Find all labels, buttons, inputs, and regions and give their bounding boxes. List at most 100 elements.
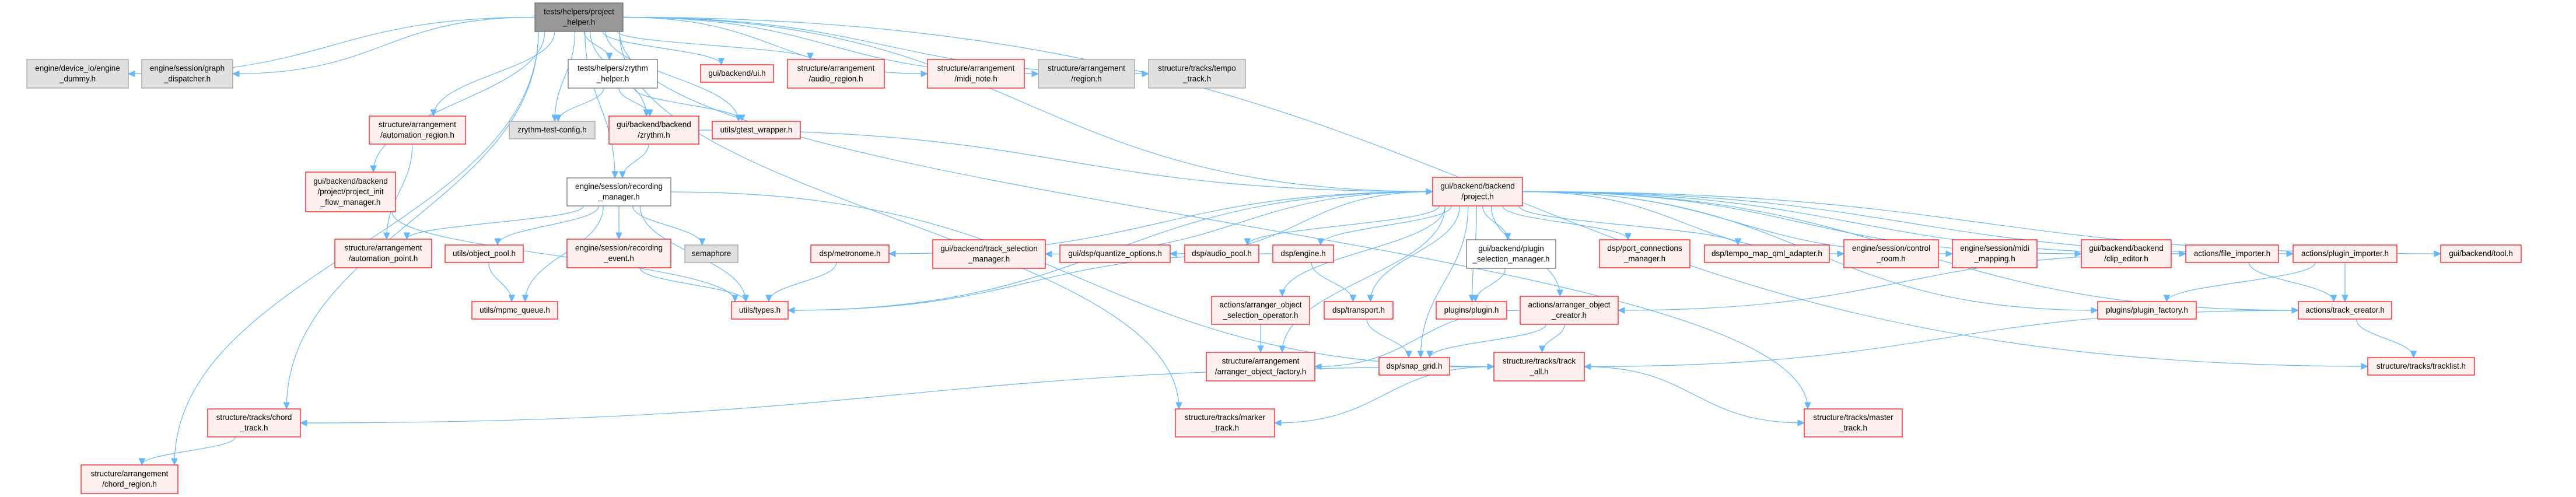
node-box[interactable] [1324, 301, 1394, 320]
node-box[interactable] [731, 301, 789, 320]
node-arranger-factory[interactable]: structure/arrangement/arranger_object_fa… [1206, 352, 1315, 382]
node-box[interactable] [1493, 352, 1585, 382]
node-automation-region[interactable]: structure/arrangement/automation_region.… [369, 116, 466, 145]
node-recording-event[interactable]: engine/session/recording_event.h [566, 239, 671, 268]
node-box[interactable] [1059, 244, 1171, 263]
node-label: engine/session/recording [575, 243, 663, 252]
node-control-room[interactable]: engine/session/control_room.h [1843, 239, 1939, 268]
node-mpmc-queue[interactable]: utils/mpmc_queue.h [471, 301, 558, 320]
node-box[interactable] [712, 121, 801, 139]
node-box[interactable] [932, 239, 1046, 269]
node-clip-editor[interactable]: gui/backend/backend/clip_editor.h [2081, 239, 2172, 268]
node-box[interactable] [1704, 244, 1830, 263]
node-box[interactable] [534, 2, 624, 32]
node-box[interactable] [566, 239, 671, 268]
node-project-helper[interactable]: tests/helpers/project_helper.h [534, 2, 624, 32]
node-master-track[interactable]: structure/tracks/master_track.h [1804, 408, 1903, 438]
node-box[interactable] [2298, 301, 2392, 320]
node-zrythm[interactable]: gui/backend/backend/zrythm.h [608, 116, 699, 145]
node-box[interactable] [1466, 239, 1556, 269]
node-box[interactable] [927, 59, 1025, 89]
node-box[interactable] [305, 172, 396, 212]
node-transport[interactable]: dsp/transport.h [1324, 301, 1394, 320]
node-selection-operator[interactable]: actions/arranger_object_selection_operat… [1211, 296, 1310, 325]
node-chord-track[interactable]: structure/tracks/chord_track.h [207, 408, 301, 438]
node-box[interactable] [1175, 408, 1275, 438]
node-tracklist[interactable]: structure/tracks/tracklist.h [2367, 357, 2475, 376]
node-box[interactable] [1843, 239, 1939, 268]
node-zrythm-helper[interactable]: tests/helpers/zrythm_helper.h [568, 59, 658, 89]
node-gtest-wrapper[interactable]: utils/gtest_wrapper.h [712, 121, 801, 139]
node-label: structure/arrangement [1222, 356, 1300, 365]
node-project[interactable]: gui/backend/backend/project.h [1432, 177, 1523, 206]
node-box[interactable] [2440, 244, 2522, 263]
node-box[interactable] [1432, 177, 1523, 206]
node-box[interactable] [2292, 244, 2398, 263]
node-midi-mapping[interactable]: engine/session/midi_mapping.h [1952, 239, 2038, 268]
node-box[interactable] [1952, 239, 2038, 268]
node-box[interactable] [1378, 357, 1450, 376]
node-box[interactable] [2185, 244, 2279, 263]
arrowhead-track_creator [2342, 295, 2348, 303]
node-plugin-factory[interactable]: plugins/plugin_factory.h [2097, 301, 2197, 320]
node-box[interactable] [444, 244, 524, 263]
node-box[interactable] [787, 59, 885, 89]
edge-project_helper-to-gtest_wrapper [605, 31, 739, 122]
node-box[interactable] [1272, 244, 1334, 263]
node-box[interactable] [334, 239, 432, 268]
node-plugin-importer[interactable]: actions/plugin_importer.h [2292, 244, 2398, 263]
edge-project-to-audio_pool [1247, 205, 1440, 246]
arrowhead-semaphore [698, 238, 706, 246]
node-automation-point[interactable]: structure/arrangement/automation_point.h [334, 239, 432, 268]
node-box[interactable] [2097, 301, 2197, 320]
node-ui[interactable]: gui/backend/ui.h [700, 64, 774, 83]
node-label: _track.h [1839, 424, 1867, 432]
node-project-init[interactable]: gui/backend/backend/project/project_init… [305, 172, 396, 212]
node-label: utils/object_pool.h [453, 249, 516, 258]
node-engine[interactable]: dsp/engine.h [1272, 244, 1334, 263]
node-box[interactable] [1436, 301, 1507, 320]
node-snap-grid[interactable]: dsp/snap_grid.h [1378, 357, 1450, 376]
node-box[interactable] [568, 59, 658, 89]
node-file-importer[interactable]: actions/file_importer.h [2185, 244, 2279, 263]
node-box[interactable] [2367, 357, 2475, 376]
node-audio-region[interactable]: structure/arrangement/audio_region.h [787, 59, 885, 89]
node-box[interactable] [1804, 408, 1903, 438]
edge-project-to-file_importer [1522, 191, 2186, 254]
node-port-connections[interactable]: dsp/port_connections_manager.h [1599, 239, 1690, 268]
arrowhead-arranger_factory [1314, 363, 1322, 370]
node-box[interactable] [1184, 244, 1259, 263]
node-audio-pool[interactable]: dsp/audio_pool.h [1184, 244, 1259, 263]
node-box[interactable] [1599, 239, 1690, 268]
node-recording-manager[interactable]: engine/session/recording_manager.h [566, 177, 671, 206]
node-box[interactable] [80, 464, 178, 494]
node-metronome[interactable]: dsp/metronome.h [810, 244, 890, 263]
node-box[interactable] [207, 408, 301, 438]
node-box[interactable] [1206, 352, 1315, 382]
node-box[interactable] [810, 244, 890, 263]
node-types[interactable]: utils/types.h [731, 301, 789, 320]
node-box[interactable] [369, 116, 466, 145]
node-box[interactable] [1211, 296, 1310, 325]
node-tool[interactable]: gui/backend/tool.h [2440, 244, 2522, 263]
node-track-creator[interactable]: actions/track_creator.h [2298, 301, 2392, 320]
node-midi-note[interactable]: structure/arrangement/midi_note.h [927, 59, 1025, 89]
node-box[interactable] [1520, 296, 1619, 325]
node-quantize[interactable]: gui/dsp/quantize_options.h [1059, 244, 1171, 263]
node-plugin-selection[interactable]: gui/backend/plugin_selection_manager.h [1466, 239, 1556, 269]
node-box[interactable] [608, 116, 699, 145]
node-chord-region[interactable]: structure/arrangement/chord_region.h [80, 464, 178, 494]
edge-object_pool-to-mpmc_queue [488, 262, 512, 302]
node-tempo-map[interactable]: dsp/tempo_map_qml_adapter.h [1704, 244, 1830, 263]
node-box[interactable] [2081, 239, 2172, 268]
node-track-all[interactable]: structure/tracks/track_all.h [1493, 352, 1585, 382]
node-box[interactable] [471, 301, 558, 320]
node-plugin[interactable]: plugins/plugin.h [1436, 301, 1507, 320]
node-label: /region.h [1071, 74, 1102, 83]
node-marker-track[interactable]: structure/tracks/marker_track.h [1175, 408, 1275, 438]
node-object-pool[interactable]: utils/object_pool.h [444, 244, 524, 263]
node-box[interactable] [566, 177, 671, 206]
node-track-selection[interactable]: gui/backend/track_selection_manager.h [932, 239, 1046, 269]
node-box[interactable] [700, 64, 774, 83]
node-arranger-creator[interactable]: actions/arranger_object_creator.h [1520, 296, 1619, 325]
